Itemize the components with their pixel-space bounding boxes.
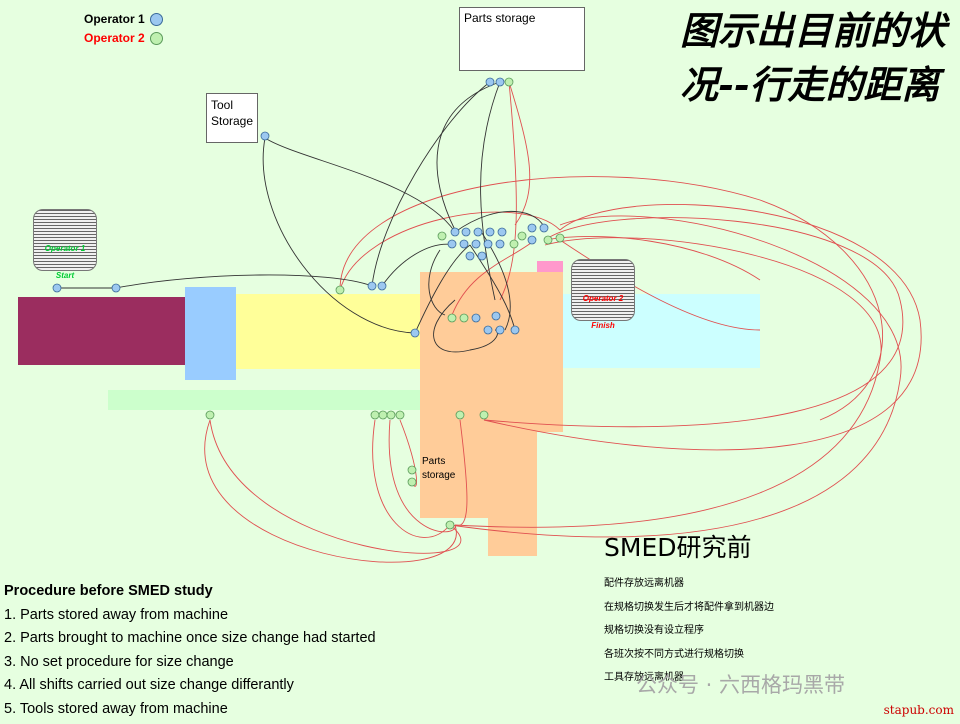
parts-storage-box: Parts storage	[459, 7, 585, 71]
machine-block-yellow	[236, 294, 422, 369]
procedure-item: 4. All shifts carried out size change di…	[4, 677, 294, 694]
procedure-item: 5. Tools stored away from machine	[4, 700, 228, 717]
operator1-markers	[52, 77, 549, 338]
operator1-marker-icon	[149, 13, 163, 26]
watermark: 公众号 · 六西格玛黑带	[636, 673, 846, 697]
operator2-marker-icon	[149, 32, 163, 45]
site-link[interactable]: stapub.com	[883, 703, 954, 717]
machine-block-pink	[537, 261, 563, 272]
procedure-list: Procedure before SMED study 1. Parts sto…	[4, 580, 376, 722]
operator2-paths	[204, 81, 922, 563]
procedure-item: 2. Parts brought to machine once size ch…	[4, 630, 376, 647]
machine-block-maroon	[18, 297, 186, 365]
parts-storage-lower-label: Parts storage	[422, 455, 455, 483]
operator1-start-line2: Start	[55, 271, 75, 280]
procedure-item: 1. Parts stored away from machine	[4, 606, 229, 623]
tool-storage-box: Tool Storage	[206, 93, 258, 143]
floor-strip-green	[108, 390, 422, 410]
title-line-1: 图示出目前的状	[679, 8, 946, 53]
work-area-orange	[420, 272, 563, 556]
tool-storage-label-line1: Tool	[211, 98, 234, 112]
title-line-2: 况--行走的距离	[679, 62, 940, 107]
smed-note: 各班次按不同方式进行规格切换	[604, 648, 744, 660]
operator1-paths	[57, 81, 546, 353]
smed-heading: SMED研究前	[604, 533, 752, 562]
operator2-finish-line1: Operator 2	[582, 294, 624, 303]
operator2-markers	[205, 77, 565, 530]
parts-storage-lower-line2: storage	[422, 470, 456, 481]
machine-block-blue	[185, 287, 236, 380]
operator2-finish-line2: Finish	[591, 321, 615, 330]
legend-operator1-label: Operator 1	[84, 12, 145, 26]
parts-storage-label: Parts storage	[464, 11, 536, 25]
procedure-item: 3. No set procedure for size change	[4, 653, 234, 670]
operator2-finish-badge: Operator 2 Finish	[571, 259, 635, 330]
smed-notes: 配件存放远离机器 在规格切换发生后才将配件拿到机器边 规格切换没有设立程序 各班…	[604, 572, 774, 690]
smed-note: 在规格切换发生后才将配件拿到机器边	[604, 601, 774, 613]
legend: Operator 1 Operator 2	[84, 10, 163, 48]
page-title: 图示出目前的状 况--行走的距离	[680, 4, 946, 112]
legend-operator2-label: Operator 2	[84, 31, 145, 45]
tool-storage-label-line2: Storage	[211, 114, 254, 128]
smed-note: 规格切换没有设立程序	[604, 625, 704, 636]
procedure-heading: Procedure before SMED study	[4, 583, 213, 599]
smed-note: 工具存放远离机器	[604, 672, 684, 683]
parts-storage-lower-line1: Parts	[422, 456, 446, 467]
smed-note: 配件存放远离机器	[604, 578, 684, 589]
operator1-start-badge: Operator 1 Start	[33, 209, 97, 280]
operator1-start-line1: Operator 1	[44, 244, 86, 253]
